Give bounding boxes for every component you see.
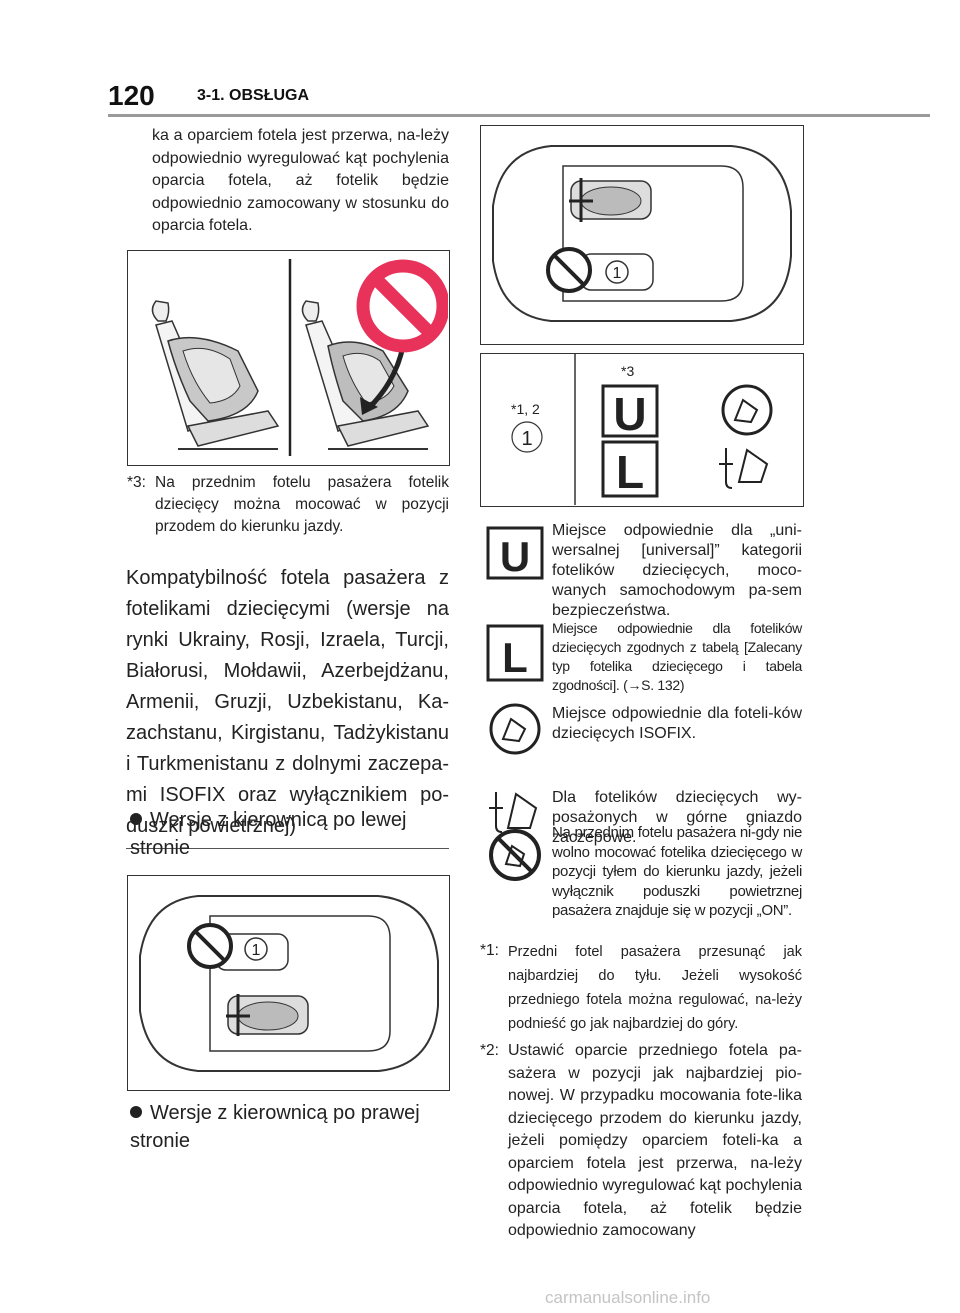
isofix-seat-icon (486, 702, 544, 756)
letter-u: U (613, 388, 646, 440)
legend-text-isofix: Miejsce odpowiednie dla foteli-ków dziec… (552, 705, 802, 742)
table-left-label: *1, 2 (511, 401, 540, 417)
legend-text-universal: Miejsce odpowiednie dla „uni-wersalnej [… (552, 522, 802, 619)
car-diagram-right-drive: 1 (480, 125, 804, 345)
legend-text-top-tether: Dla fotelików dziecięcych wy-posażonych … (552, 789, 802, 846)
top-tether-anchor-icon (486, 784, 544, 836)
bullet-left-drive-text: Wersje z kierownicą po lewej stronie (130, 809, 407, 859)
note-3-text: Na przednim fotelu pasażera fotelik dzie… (155, 474, 449, 535)
svg-text:U: U (500, 533, 530, 580)
footnote-2-text: Ustawić oparcie przedniego fotela pa-saż… (508, 1042, 802, 1239)
compatibility-heading: Kompatybilność fotela pasażera z fotelik… (126, 563, 449, 849)
prohibited-icon (356, 259, 450, 353)
car-diagram-left-drive: 1 (127, 875, 450, 1091)
seat-number-label: 1 (613, 265, 622, 282)
compatibility-table: *1, 2 1 *3 U L (480, 353, 804, 507)
footnote-1: *1: Przedni fotel pasażera przesunąć jak… (480, 940, 802, 1036)
seat-number-label: 1 (252, 942, 261, 959)
section-title: 3-1. OBSŁUGA (197, 87, 310, 104)
footnote-1-text: Przedni fotel pasażera przesunąć jak naj… (508, 944, 802, 1032)
legend-text-prohibited: Na przednim fotelu pasażera ni-gdy nie w… (552, 824, 802, 919)
bullet-right-drive: Wersje z kierownicą po prawej stronie (130, 1099, 450, 1155)
table-number-label: 1 (521, 428, 532, 450)
seat-adjustment-illustration (127, 250, 450, 466)
bullet-dot (130, 1106, 142, 1118)
intro-paragraph: ka a oparciem fotela jest przerwa, na-le… (152, 127, 449, 234)
table-right-label: *3 (621, 363, 634, 379)
letter-l: L (616, 446, 644, 498)
universal-u-icon: U (486, 526, 544, 580)
svg-text:L: L (502, 634, 528, 681)
header-rule (108, 114, 930, 117)
footnote-2: *2: Ustawić oparcie przedniego fotela pa… (480, 1040, 802, 1243)
seat-correct-figure (151, 300, 280, 450)
watermark: carmanualsonline.info (545, 1288, 711, 1307)
footnote-1-marker: *1: (480, 942, 499, 959)
bullet-right-drive-text: Wersje z kierownicą po prawej stronie (130, 1102, 420, 1152)
prohibited-rear-facing-icon (486, 828, 544, 882)
seat-incorrect-figure (301, 300, 430, 450)
legend-text-l-category: Miejsce odpowiednie dla fotelików dzieci… (552, 620, 802, 693)
note-3: *3: Na przednim fotelu pasażera fotelik … (127, 472, 449, 542)
bullet-left-drive: Wersje z kierownicą po lewej stronie (130, 806, 450, 862)
page-number: 120 (108, 80, 155, 111)
bullet-dot (130, 813, 142, 825)
note-3-marker: *3: (127, 474, 146, 491)
footnote-2-marker: *2: (480, 1042, 499, 1059)
l-category-icon: L (486, 624, 544, 682)
